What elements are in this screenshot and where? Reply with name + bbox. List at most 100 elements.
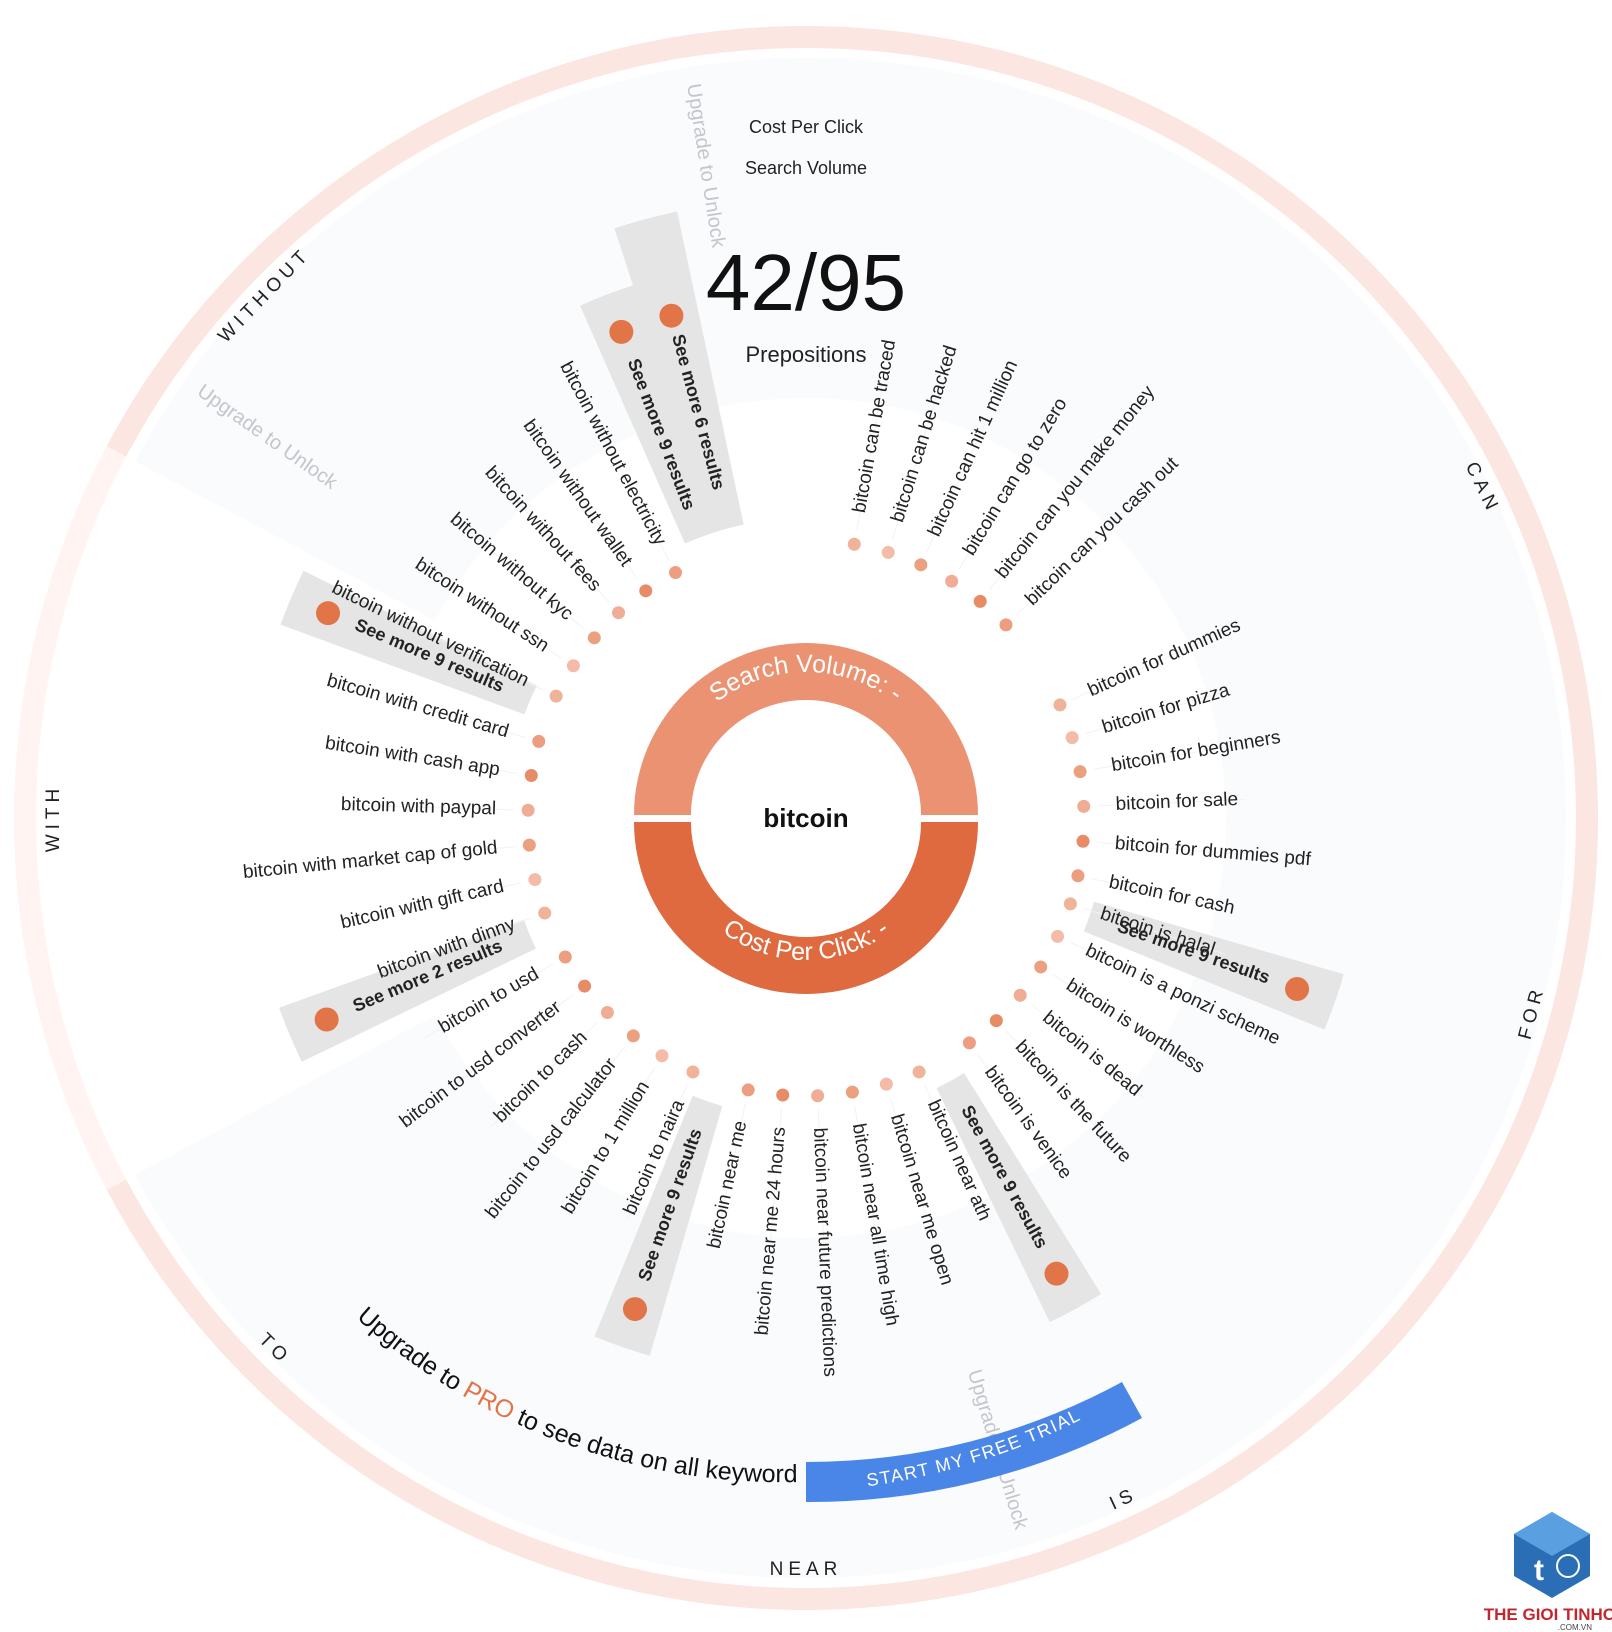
keyword-dot[interactable]: [1034, 960, 1048, 974]
spoke-line: [508, 492, 610, 603]
spoke-line: [1096, 841, 1245, 856]
chevron-icon[interactable]: [622, 1297, 647, 1322]
keyword-dot[interactable]: [912, 1065, 926, 1079]
logo-domain: .COM.VN: [1558, 1623, 1592, 1632]
spoke-line: [988, 474, 1083, 591]
keyword-dot[interactable]: [741, 1083, 755, 1097]
keyword-item[interactable]: bitcoin with market cap of gold: [242, 837, 498, 883]
keyword-dot[interactable]: [1063, 897, 1077, 911]
keyword-dot[interactable]: [1073, 765, 1087, 779]
keyword-dot[interactable]: [655, 1049, 669, 1063]
keyword-dot[interactable]: [522, 838, 536, 852]
spoke-line: [926, 417, 989, 553]
chevron-icon[interactable]: [1285, 977, 1310, 1002]
spoke-line: [551, 458, 639, 580]
keyword-dot[interactable]: [962, 1036, 976, 1050]
keyword-dot[interactable]: [626, 1029, 640, 1043]
wheel-background: [134, 58, 1566, 1579]
keyword-dot[interactable]: [1076, 834, 1090, 848]
keyword-dot[interactable]: [612, 606, 626, 620]
chevron-icon[interactable]: [1044, 1261, 1069, 1286]
spoke-line: [891, 397, 937, 540]
spoke-line: [1085, 690, 1228, 735]
cost-per-click-legend[interactable]: Cost Per Click: [749, 117, 864, 137]
spoke-line: [977, 1053, 1066, 1175]
see-more-band: [580, 284, 715, 544]
chevron-icon[interactable]: [659, 303, 684, 328]
keyword-dot[interactable]: [879, 1077, 893, 1091]
keyword-dot[interactable]: [587, 631, 601, 645]
spoke-line: [1083, 907, 1225, 955]
keyword-dot[interactable]: [578, 979, 592, 993]
see-more-band: [614, 211, 744, 533]
chevron-icon[interactable]: [316, 601, 341, 626]
keyword-dot[interactable]: [1071, 869, 1085, 883]
outer-ring-gap: [13, 446, 127, 1190]
keyword-item[interactable]: bitcoin with paypal: [341, 794, 497, 819]
keyword-dot[interactable]: [639, 584, 653, 598]
keyword-dot[interactable]: [600, 1006, 614, 1020]
keyword-dot[interactable]: [566, 659, 580, 673]
spoke-line: [889, 1097, 934, 1240]
keyword-dot[interactable]: [1065, 731, 1079, 745]
spoke-line: [382, 696, 526, 738]
keyword-dot[interactable]: [538, 906, 552, 920]
keyword-dot[interactable]: [811, 1089, 825, 1103]
keyword-dot[interactable]: [973, 594, 987, 608]
seed-keyword: bitcoin: [763, 803, 848, 833]
logo-name: THE GIOI TINHOC: [1484, 1605, 1612, 1624]
keyword-dot[interactable]: [914, 558, 928, 572]
spoke-line: [1093, 744, 1240, 770]
spoke-line: [392, 917, 532, 969]
keyword-item[interactable]: bitcoin with cash app: [324, 733, 502, 781]
keyword-dot[interactable]: [528, 873, 542, 887]
spoke-line: [532, 1046, 626, 1164]
spoke-line: [371, 750, 518, 774]
keyword-dot[interactable]: [524, 768, 538, 782]
see-more-band: [1083, 901, 1344, 1030]
chevron-icon[interactable]: [314, 1007, 339, 1032]
category-label-near[interactable]: NEAR: [770, 1559, 843, 1580]
keyword-dot[interactable]: [989, 1014, 1003, 1028]
spoke-line: [768, 1108, 783, 1257]
keyword-dot[interactable]: [686, 1065, 700, 1079]
category-label-with[interactable]: WITH: [43, 784, 64, 853]
search-volume-legend[interactable]: Search Volume: [745, 158, 867, 178]
keyword-dot[interactable]: [1013, 988, 1027, 1002]
spoke-line: [437, 576, 562, 659]
keyword-dot[interactable]: [776, 1088, 790, 1102]
keyword-item[interactable]: bitcoin for sale: [1115, 789, 1238, 815]
keyword-dot[interactable]: [845, 1085, 859, 1099]
keyword-dot[interactable]: [999, 618, 1013, 632]
spoke-line: [958, 442, 1037, 570]
keyword-dot[interactable]: [945, 574, 959, 588]
keyword-dot[interactable]: [549, 689, 563, 703]
spoke-line: [1072, 638, 1209, 700]
keyword-dot[interactable]: [847, 537, 861, 551]
spoke-line: [491, 1021, 598, 1127]
spoke-line: [368, 845, 516, 862]
keyword-dot[interactable]: [1053, 698, 1067, 712]
spoke-line: [714, 1103, 746, 1249]
keyword-dot[interactable]: [1051, 929, 1065, 943]
spoke-line: [924, 1084, 986, 1221]
chevron-icon[interactable]: [609, 319, 634, 344]
keyword-dot[interactable]: [558, 950, 572, 964]
search-volume-half: [634, 643, 978, 815]
spoke-line: [376, 882, 522, 916]
keyword-dot[interactable]: [1077, 799, 1091, 813]
see-more-band: [594, 1095, 723, 1356]
keyword-dot[interactable]: [521, 803, 535, 817]
spoke-line: [1005, 1030, 1108, 1140]
spoke-line: [577, 1067, 656, 1195]
keyword-dot[interactable]: [532, 734, 546, 748]
spoke-line: [856, 384, 883, 531]
spoke-line: [410, 624, 544, 691]
see-more-band: [279, 919, 536, 1062]
keyword-dot[interactable]: [881, 545, 895, 559]
spoke-line: [1015, 511, 1123, 616]
result-count: 42/95: [706, 238, 906, 327]
keyword-dot[interactable]: [668, 566, 682, 580]
spoke-line: [817, 1109, 825, 1258]
